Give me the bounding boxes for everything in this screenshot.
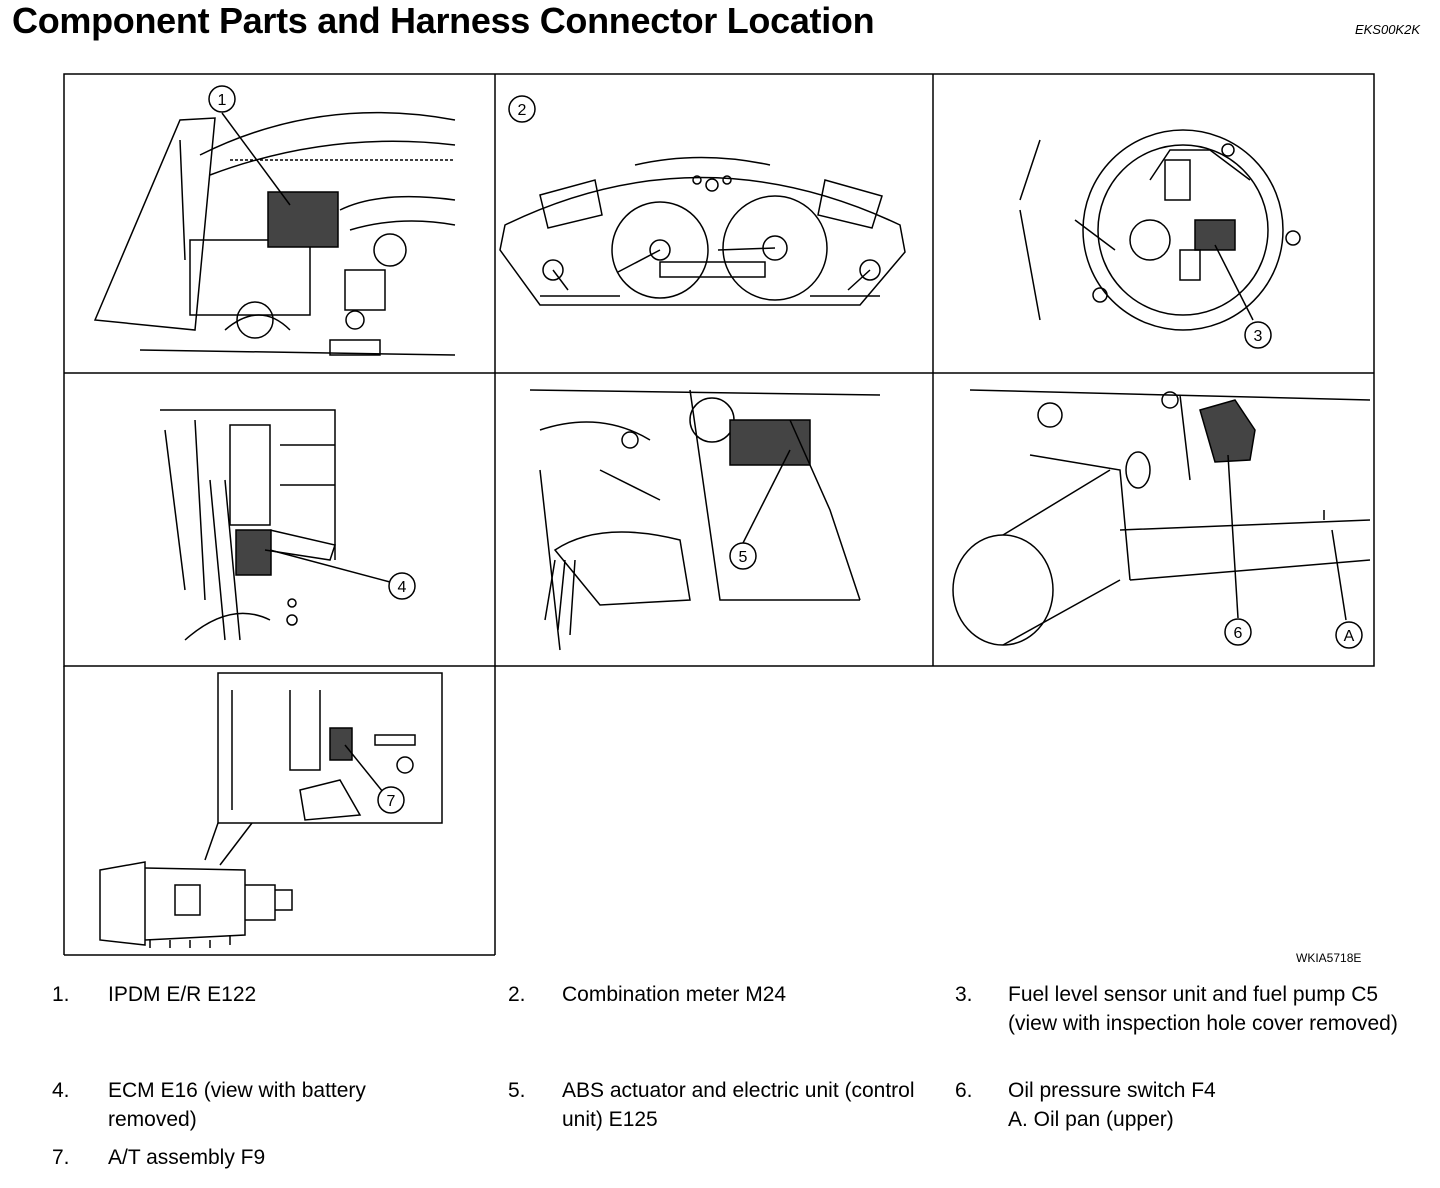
panel-oil-pressure-drawing <box>952 389 1371 646</box>
legend-subtext: A. Oil pan (upper) <box>1008 1108 1174 1131</box>
legend-number: 7. <box>52 1146 70 1169</box>
legend-text: ECM E16 (view with battery removed) <box>108 1079 366 1131</box>
callout-5 <box>729 542 757 570</box>
callout-4 <box>388 572 416 600</box>
callout-7 <box>377 786 405 814</box>
legend-text: A/T assembly F9 <box>108 1146 266 1169</box>
panel-ipdm-drawing <box>93 111 456 356</box>
legend: 1. IPDM E/R E122 2. Combination meter M2… <box>0 980 1440 1180</box>
legend-text: Combination meter M24 <box>562 983 787 1006</box>
figure-code: WKIA5718E <box>1296 951 1362 965</box>
document-code: EKS00K2K <box>1354 22 1420 37</box>
callout-label-A: A <box>1344 628 1355 645</box>
component-location-figure: 1 2 3 4 5 6 7 A <box>63 73 1375 956</box>
legend-number: 3. <box>955 983 973 1006</box>
callout-label-4: 4 <box>398 579 407 596</box>
legend-number: 5. <box>508 1079 526 1102</box>
callout-6 <box>1224 618 1252 646</box>
legend-number: 4. <box>52 1079 70 1102</box>
legend-text: ABS actuator and electric unit (control … <box>562 1079 915 1131</box>
inset-frame <box>217 672 443 824</box>
legend-number: 6. <box>955 1079 973 1102</box>
panel-combination-meter-drawing <box>499 156 906 306</box>
panel-grid-frame <box>63 73 1375 667</box>
callout-A <box>1335 621 1363 649</box>
callout-label-2: 2 <box>518 102 527 119</box>
legend-number: 1. <box>52 983 70 1006</box>
callout-3 <box>1244 321 1272 349</box>
callout-label-6: 6 <box>1234 625 1243 642</box>
panel-abs-drawing <box>529 389 881 651</box>
callout-label-5: 5 <box>739 549 748 566</box>
callout-2 <box>508 95 536 123</box>
page-title: Component Parts and Harness Connector Lo… <box>12 0 875 41</box>
callout-1 <box>208 85 236 113</box>
callout-label-7: 7 <box>387 793 396 810</box>
panel-at-assembly-drawing <box>99 672 443 948</box>
callout-label-1: 1 <box>218 92 227 109</box>
legend-number: 2. <box>508 983 526 1006</box>
callout-label-3: 3 <box>1254 328 1263 345</box>
panel-fuel-sensor-drawing <box>1019 129 1301 331</box>
legend-text: Oil pressure switch F4 <box>1008 1079 1216 1102</box>
legend-text: IPDM E/R E122 <box>108 983 257 1006</box>
panel-ecm-drawing <box>160 409 336 641</box>
legend-text: Fuel level sensor unit and fuel pump C5 … <box>1008 983 1398 1035</box>
